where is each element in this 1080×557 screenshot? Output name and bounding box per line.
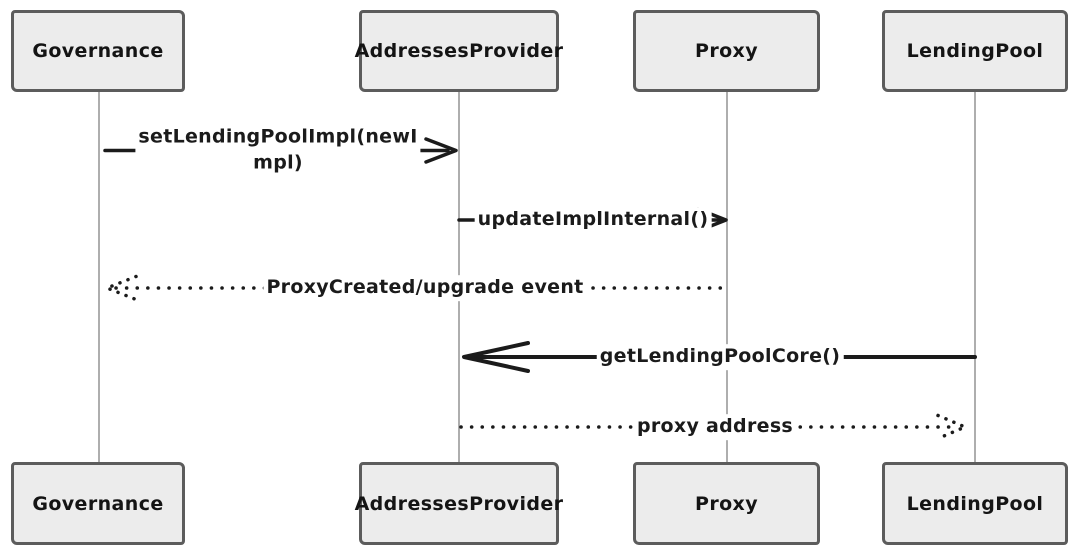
actor-label: LendingPool: [906, 492, 1044, 515]
message-label-line: mpl): [253, 151, 303, 173]
message-label-setlendingpoolimpl: setLendingPoolImpl(newI mpl): [135, 124, 421, 176]
arrowhead-left-icon: [462, 341, 530, 373]
actor-box-lendingpool-bottom: LendingPool: [882, 462, 1068, 545]
actor-label: AddressesProvider: [354, 40, 564, 62]
arrowhead-right-dotted-icon: [936, 413, 967, 441]
arrowhead-left-dotted-icon: [105, 274, 138, 302]
actor-box-addressesprovider-top: AddressesProvider: [355, 10, 563, 92]
actor-label: Proxy: [695, 40, 758, 62]
actor-label: Proxy: [695, 492, 758, 515]
actor-label: LendingPool: [906, 40, 1044, 62]
actor-box-governance-top: Governance: [11, 10, 185, 92]
message-label-updateimplinternal: updateImplInternal(): [474, 207, 712, 233]
actor-box-governance-bottom: Governance: [11, 462, 185, 545]
actor-box-addressesprovider-bottom: AddressesProvider: [355, 462, 563, 545]
actor-label: Governance: [32, 40, 164, 62]
actor-box-proxy-top: Proxy: [633, 10, 820, 92]
message-label-proxy-address: proxy address: [633, 414, 797, 440]
message-label-line: setLendingPoolImpl(newI: [138, 125, 418, 148]
actor-box-lendingpool-top: LendingPool: [882, 10, 1068, 92]
actor-label: Governance: [32, 492, 164, 515]
actor-box-proxy-bottom: Proxy: [633, 462, 820, 545]
arrowhead-right-icon: [424, 137, 458, 164]
message-label-proxycreated-event: ProxyCreated/upgrade event: [263, 275, 587, 301]
actor-label: AddressesProvider: [354, 492, 564, 515]
message-label-getlendingpoolcore: getLendingPoolCore(): [596, 344, 844, 370]
